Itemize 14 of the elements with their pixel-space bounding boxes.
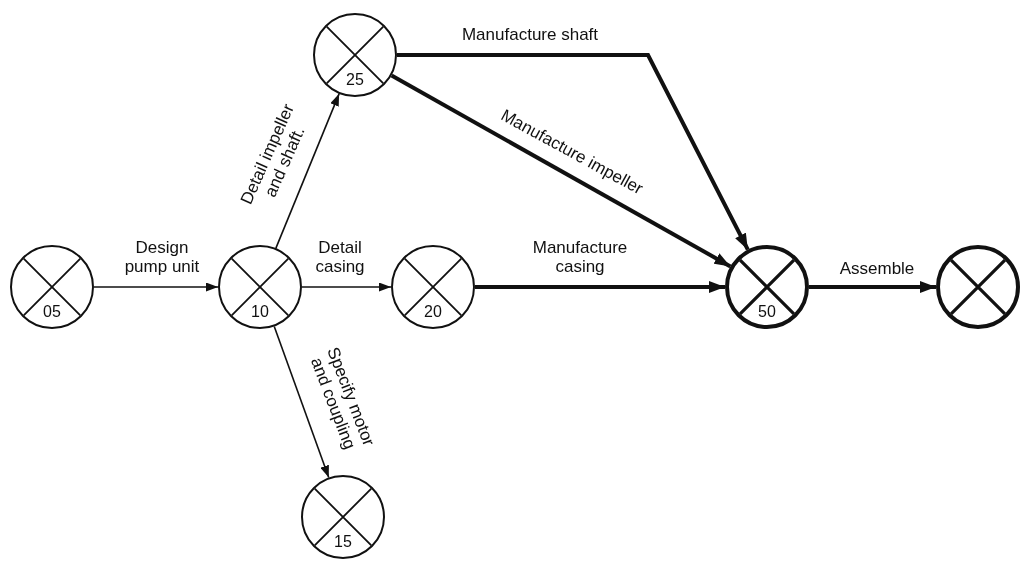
event-number: 50 bbox=[758, 303, 776, 321]
arrow bbox=[397, 53, 750, 251]
event-number: 05 bbox=[43, 303, 61, 321]
arrow bbox=[275, 93, 340, 249]
arrow bbox=[390, 73, 732, 269]
event-number: 20 bbox=[424, 303, 442, 321]
arrow bbox=[301, 282, 392, 292]
event-number: 25 bbox=[346, 71, 364, 89]
arrow bbox=[93, 282, 219, 292]
arrow bbox=[475, 281, 725, 293]
event-number: 10 bbox=[251, 303, 269, 321]
event-number: 15 bbox=[334, 533, 352, 551]
arrow bbox=[809, 281, 936, 293]
arrow bbox=[273, 325, 330, 479]
